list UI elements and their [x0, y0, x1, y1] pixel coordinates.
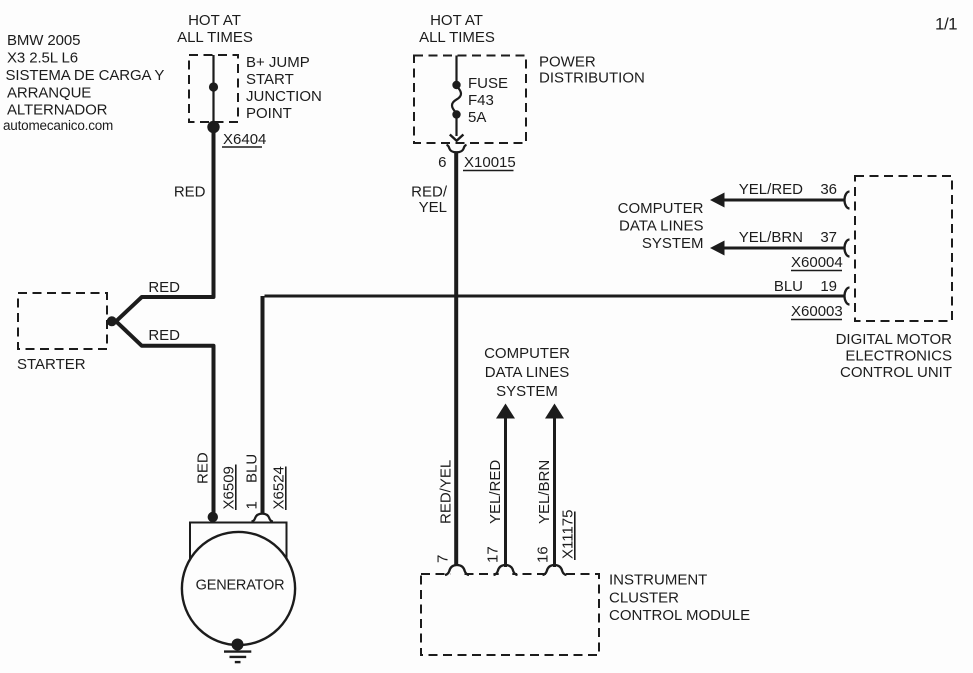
svg-text:DISTRIBUTION: DISTRIBUTION	[539, 70, 645, 87]
svg-text:DATA LINES: DATA LINES	[485, 364, 569, 381]
svg-text:ALL TIMES: ALL TIMES	[419, 29, 495, 46]
svg-text:ARRANQUE: ARRANQUE	[7, 85, 91, 102]
svg-text:ALL TIMES: ALL TIMES	[177, 29, 253, 46]
svg-text:YEL/BRN: YEL/BRN	[536, 460, 553, 524]
svg-text:SISTEMA DE CARGA Y: SISTEMA DE CARGA Y	[6, 67, 165, 84]
svg-text:X11175: X11175	[560, 510, 577, 560]
svg-text:START: START	[246, 71, 294, 88]
svg-text:X10015: X10015	[464, 154, 516, 171]
svg-text:CONTROL MODULE: CONTROL MODULE	[609, 607, 750, 624]
svg-text:RED/: RED/	[411, 184, 448, 201]
svg-text:RED: RED	[148, 279, 180, 296]
svg-text:JUNCTION: JUNCTION	[246, 88, 322, 105]
svg-text:COMPUTER: COMPUTER	[618, 200, 704, 217]
svg-text:YEL: YEL	[419, 199, 447, 216]
svg-text:RED: RED	[148, 327, 180, 344]
svg-text:16: 16	[535, 546, 552, 563]
svg-text:RED: RED	[195, 452, 212, 484]
svg-text:ELECTRONICS: ELECTRONICS	[845, 348, 952, 365]
svg-text:SYSTEM: SYSTEM	[496, 383, 558, 400]
svg-text:YEL/RED: YEL/RED	[487, 460, 504, 524]
svg-text:ALTERNADOR: ALTERNADOR	[7, 102, 108, 119]
svg-text:YEL/BRN: YEL/BRN	[739, 229, 803, 246]
svg-text:HOT AT: HOT AT	[430, 12, 483, 29]
svg-text:RED/YEL: RED/YEL	[438, 460, 455, 524]
svg-text:SYSTEM: SYSTEM	[642, 235, 704, 252]
svg-text:YEL/RED: YEL/RED	[739, 181, 803, 198]
svg-text:CONTROL UNIT: CONTROL UNIT	[840, 364, 952, 381]
svg-text:X6404: X6404	[223, 131, 266, 148]
svg-text:BLU: BLU	[244, 454, 261, 483]
svg-text:BMW 2005: BMW 2005	[7, 32, 80, 49]
svg-text:F43: F43	[468, 92, 494, 109]
svg-text:X6524: X6524	[271, 466, 288, 509]
svg-text:36: 36	[820, 181, 837, 198]
svg-text:POWER: POWER	[539, 54, 596, 71]
svg-text:GENERATOR: GENERATOR	[196, 578, 285, 594]
svg-text:COMPUTER: COMPUTER	[484, 345, 570, 362]
svg-text:RED: RED	[174, 184, 206, 201]
svg-text:DATA LINES: DATA LINES	[619, 218, 703, 235]
svg-text:17: 17	[485, 546, 502, 563]
svg-text:X6509: X6509	[221, 466, 238, 509]
svg-text:37: 37	[820, 229, 837, 246]
svg-text:HOT AT: HOT AT	[188, 12, 241, 29]
svg-text:INSTRUMENT: INSTRUMENT	[609, 572, 707, 589]
svg-text:DIGITAL MOTOR: DIGITAL MOTOR	[836, 331, 953, 348]
svg-text:5A: 5A	[468, 109, 486, 126]
svg-text:FUSE: FUSE	[468, 75, 508, 92]
svg-text:1: 1	[244, 501, 261, 509]
svg-text:7: 7	[435, 555, 452, 563]
svg-text:CLUSTER: CLUSTER	[609, 590, 679, 607]
svg-text:X3 2.5L L6: X3 2.5L L6	[7, 50, 78, 67]
svg-text:BLU: BLU	[774, 278, 803, 295]
svg-text:1/1: 1/1	[935, 15, 957, 34]
svg-text:B+ JUMP: B+ JUMP	[246, 54, 310, 71]
svg-text:X60003: X60003	[791, 303, 843, 320]
svg-text:19: 19	[820, 278, 837, 295]
svg-text:X60004: X60004	[791, 254, 843, 271]
svg-text:STARTER: STARTER	[17, 356, 86, 373]
svg-text:automecanico.com: automecanico.com	[3, 118, 113, 133]
svg-text:POINT: POINT	[246, 105, 292, 122]
svg-text:6: 6	[438, 154, 446, 171]
